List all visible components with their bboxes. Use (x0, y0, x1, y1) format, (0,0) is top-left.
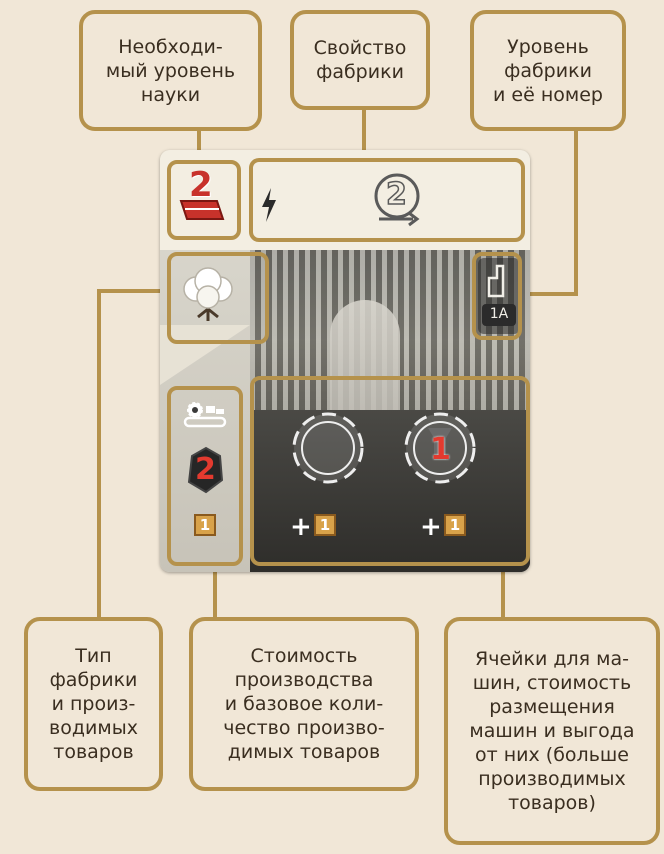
crate-icon: 1 (314, 514, 336, 536)
highlight-science (167, 160, 241, 240)
connector-type-v (97, 289, 101, 619)
crate-icon: 1 (194, 514, 216, 536)
factory-card: 2 2 1A 2 1 (160, 150, 530, 572)
connector-cost (213, 565, 217, 620)
connector-level-h (518, 292, 578, 296)
factory-icon (487, 264, 505, 298)
book-icon (179, 200, 225, 220)
property-value: 2 (385, 176, 407, 213)
science-level-badge: 2 (173, 165, 231, 231)
slot-machine-cost: 1 (430, 432, 451, 467)
highlight-property (249, 158, 525, 242)
plus-sign: + (290, 512, 312, 542)
highlight-slots (250, 376, 530, 566)
highlight-cost (167, 386, 243, 566)
connector-slots (501, 562, 505, 620)
connector-type-h (97, 289, 170, 293)
label-production-cost: Стоимость производства и базовое коли- ч… (189, 617, 419, 791)
highlight-type (167, 252, 269, 344)
label-machine-slots: Ячейки для ма- шин, стоимость размещения… (444, 617, 660, 845)
connector-property (362, 107, 366, 163)
coal-icon: 2 (186, 446, 224, 494)
property-bar (160, 150, 530, 250)
production-cost: 2 (195, 452, 216, 487)
plus-sign: + (420, 512, 442, 542)
factory-level-badge: 1A (478, 258, 520, 334)
science-level-value: 2 (189, 165, 213, 205)
conveyor-icon (183, 402, 227, 428)
label-science-level: Необходи- мый уровень науки (79, 10, 262, 131)
connector-level-v (574, 130, 578, 296)
highlight-level (472, 252, 522, 340)
crate-icon: 1 (444, 514, 466, 536)
gear-icon (292, 412, 364, 484)
factory-id: 1A (489, 306, 509, 322)
lightning-icon (262, 188, 276, 222)
label-factory-property: Свойство фабрики (290, 10, 430, 110)
label-factory-type: Тип фабрики и произ- водимых товаров (24, 617, 163, 791)
upgrade-arrow-icon: 2 (369, 172, 429, 232)
connector-science (197, 128, 201, 162)
gear-icon (404, 412, 476, 484)
cotton-icon (183, 267, 233, 321)
label-factory-level: Уровень фабрики и её номер (470, 10, 626, 131)
